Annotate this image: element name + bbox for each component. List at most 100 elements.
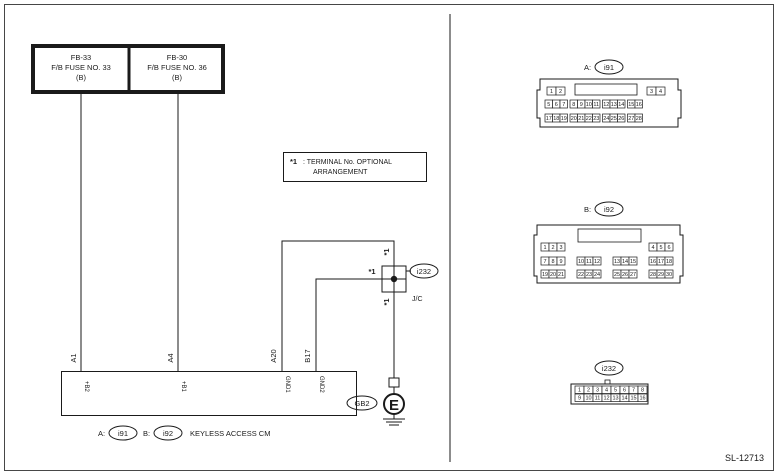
i91-pin-16-cell <box>634 99 643 109</box>
i232-pin-16-cell <box>637 393 648 402</box>
terminal-note: *1 : TERMINAL No. OPTIONAL ARRANGEMENT <box>283 152 427 182</box>
terminal-plus-b2: +B2 <box>83 381 89 393</box>
i91-pin-3: 3 <box>650 89 653 95</box>
i92-pin-9-cell <box>556 256 566 266</box>
i92-pin-18-cell <box>664 256 674 266</box>
i92-prefix: B: <box>584 205 591 214</box>
i91-pin-28: 28 <box>636 116 642 122</box>
wire-a20 <box>281 240 395 371</box>
i91-pin-7-cell <box>559 99 568 109</box>
jc-label: J/C <box>412 296 423 303</box>
i92-pin-15: 15 <box>630 259 636 265</box>
i92-pin-8: 8 <box>551 259 554 265</box>
caption-connector-a: i91 <box>118 429 128 438</box>
i92-pin-22: 22 <box>578 272 584 278</box>
wire-label-a1: A1 <box>69 353 78 362</box>
fuse-33-code: FB-33 <box>71 53 91 62</box>
i232-pin-2: 2 <box>587 387 590 393</box>
i232-pin-3: 3 <box>596 387 599 393</box>
ground-symbol: E GB2 <box>346 377 405 426</box>
i92-pin-30-cell <box>664 269 674 279</box>
i92-pin-24: 24 <box>594 272 600 278</box>
wire-label-a4: A4 <box>166 353 175 362</box>
i92-pin-12: 12 <box>594 259 600 265</box>
i92-pin-7: 7 <box>543 259 546 265</box>
i91-pin-15: 15 <box>628 102 634 108</box>
i92-pin-3-cell <box>556 242 566 252</box>
i92-pin-20: 20 <box>550 272 556 278</box>
i91-code: i91 <box>604 63 614 72</box>
i92-pin-23: 23 <box>586 272 592 278</box>
i91-pin-21: 21 <box>578 116 584 122</box>
i91-pin-23: 23 <box>593 116 599 122</box>
i92-pin-12-cell <box>592 256 602 266</box>
i92-housing <box>533 224 684 284</box>
i91-pin-20: 20 <box>571 116 577 122</box>
i92-pin-14: 14 <box>622 259 628 265</box>
i92-pin-30: 30 <box>666 272 672 278</box>
wire-label-a20: A20 <box>269 349 278 362</box>
i232-pin-1: 1 <box>578 387 581 393</box>
wire-label-b17: B17 <box>303 349 312 362</box>
wire-b17 <box>315 278 394 371</box>
i232-pin-5: 5 <box>614 387 617 393</box>
i91-pin-4-cell <box>655 86 666 96</box>
i92-pin-21-cell <box>556 269 566 279</box>
note-mark: *1 <box>290 157 297 166</box>
i91-housing <box>536 78 682 128</box>
i92-pin-15-cell <box>628 256 638 266</box>
i91-pin-19: 19 <box>561 116 567 122</box>
i91-pin-6: 6 <box>555 102 558 108</box>
i232-pin-13: 13 <box>612 395 618 401</box>
i92-pin-21: 21 <box>558 272 564 278</box>
i91-pin-10: 10 <box>586 102 592 108</box>
i232-callout <box>409 263 439 279</box>
i92-pin-24-cell <box>592 269 602 279</box>
i92-pin-29: 29 <box>658 272 664 278</box>
i92-pin-27: 27 <box>630 272 636 278</box>
i91-pin-13: 13 <box>611 102 617 108</box>
i91-pin-2: 2 <box>559 89 562 95</box>
i91-pin-2-cell <box>555 86 566 96</box>
i91-pin-1: 1 <box>550 89 553 95</box>
i91-pin-18: 18 <box>553 116 559 122</box>
note-line-2: ARRANGEMENT <box>313 169 368 176</box>
i232-pin-7: 7 <box>632 387 635 393</box>
i232-code: i232 <box>602 364 616 373</box>
i92-pin-9: 9 <box>559 259 562 265</box>
i232-pin-6: 6 <box>623 387 626 393</box>
i91-pin-5: 5 <box>547 102 550 108</box>
i92-pin-11: 11 <box>586 259 592 265</box>
i92-pin-26: 26 <box>622 272 628 278</box>
i91-prefix: A: <box>584 63 591 72</box>
i91-pin-14-cell <box>617 99 626 109</box>
i91-pin-26: 26 <box>618 116 624 122</box>
i91-pin-7: 7 <box>562 102 565 108</box>
star-mark-top: *1 <box>382 248 391 255</box>
figure-id: SL-12713 <box>725 453 764 463</box>
i91-pin-17: 17 <box>546 116 552 122</box>
terminal-plus-b1: +B1 <box>180 381 186 393</box>
i232-pin-15: 15 <box>630 395 636 401</box>
i92-pin-17: 17 <box>658 259 664 265</box>
i232-housing <box>570 383 649 405</box>
fuse-36-name: F/B FUSE NO. 36 <box>147 63 207 72</box>
i232-pin-4: 4 <box>605 387 608 393</box>
i92-pin-2: 2 <box>551 245 554 251</box>
i91-pin-19-cell <box>559 113 568 123</box>
i92-pin-1: 1 <box>543 245 546 251</box>
i91-pin-4: 4 <box>659 89 662 95</box>
i91-pin-25: 25 <box>611 116 617 122</box>
ground-e-letter: E <box>389 397 399 414</box>
i232-pin-8-cell <box>637 385 648 394</box>
i232-pin-9: 9 <box>578 395 581 401</box>
fuse-36-code: FB-30 <box>167 53 187 62</box>
i92-pin-5: 5 <box>659 245 662 251</box>
